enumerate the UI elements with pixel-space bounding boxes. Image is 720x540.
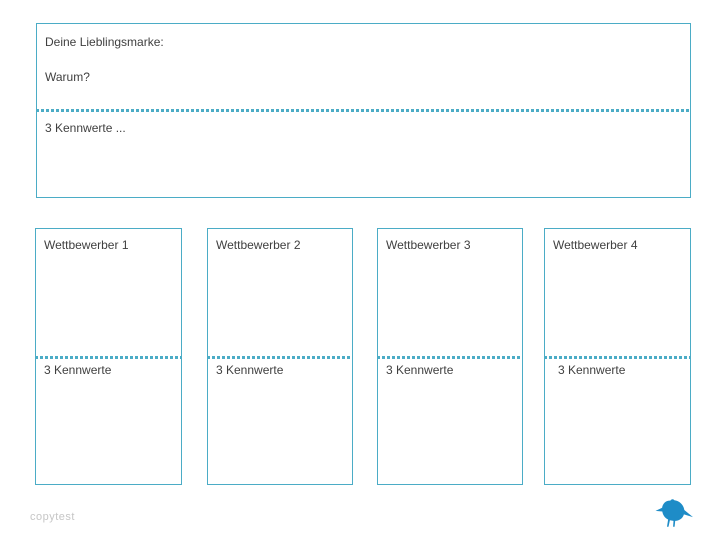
competitor-kennwerte-label: 3 Kennwerte xyxy=(386,363,454,377)
why-label: Warum? xyxy=(45,70,90,84)
competitor-title: Wettbewerber 1 xyxy=(44,238,129,252)
competitor-title: Wettbewerber 3 xyxy=(386,238,471,252)
competitor-panel-1: Wettbewerber 1 3 Kennwerte xyxy=(35,228,182,485)
favorite-brand-panel: Deine Lieblingsmarke: Warum? 3 Kennwerte… xyxy=(36,23,691,198)
competitor-panel-4: Wettbewerber 4 3 Kennwerte xyxy=(544,228,691,485)
competitor-title: Wettbewerber 2 xyxy=(216,238,301,252)
competitor-kennwerte-label: 3 Kennwerte xyxy=(558,363,626,377)
competitor-title: Wettbewerber 4 xyxy=(553,238,638,252)
competitor-kennwerte-label: 3 Kennwerte xyxy=(44,363,112,377)
dashed-divider xyxy=(35,356,182,359)
bird-icon xyxy=(654,497,694,532)
watermark-text: copytest xyxy=(30,511,75,523)
dashed-divider xyxy=(544,356,691,359)
dashed-divider xyxy=(377,356,523,359)
competitor-panel-2: Wettbewerber 2 3 Kennwerte xyxy=(207,228,353,485)
competitor-panel-3: Wettbewerber 3 3 Kennwerte xyxy=(377,228,523,485)
dashed-divider xyxy=(207,356,353,359)
kennwerte-label: 3 Kennwerte ... xyxy=(45,121,126,135)
competitor-kennwerte-label: 3 Kennwerte xyxy=(216,363,284,377)
dashed-divider xyxy=(36,109,691,112)
favorite-brand-label: Deine Lieblingsmarke: xyxy=(45,35,164,49)
